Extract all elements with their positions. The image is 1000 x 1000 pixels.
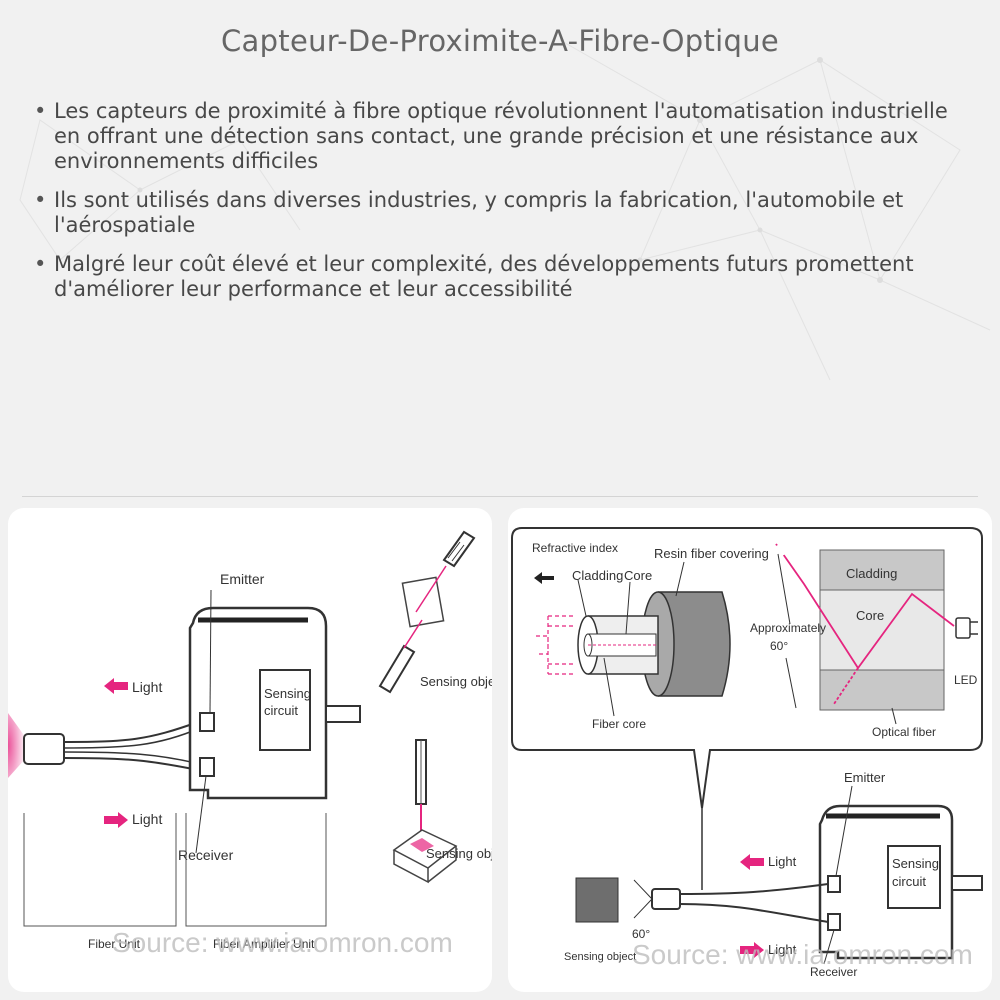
- cladding-label: Cladding: [572, 568, 623, 583]
- light-out-label: Light: [132, 679, 162, 695]
- bullet-text: Ils sont utilisés dans diverses industri…: [54, 188, 904, 237]
- fiber-sensor-diagram-left: Emitter Light Light Sensing circuit Rece…: [8, 508, 492, 992]
- sensing-circuit-box: [259, 669, 311, 751]
- bullet-item: • Les capteurs de proximité à fibre opti…: [34, 99, 964, 174]
- fiber-head: [23, 733, 65, 765]
- core-label-2: Core: [856, 608, 884, 623]
- refractive-profile: [536, 615, 574, 675]
- light-in-arrow: [104, 812, 128, 828]
- receiver-port: [199, 757, 215, 777]
- sensing-object-label-top: Sensing object: [420, 674, 492, 689]
- sensing-circuit-box-right: [887, 845, 941, 909]
- resin-covering-label: Resin fiber covering: [654, 546, 769, 561]
- sensing-object-block: [575, 877, 619, 923]
- sensing-circuit-label-right: Sensing: [892, 856, 939, 871]
- bullet-dot: •: [34, 99, 47, 123]
- fiber-cable-bottom: [63, 757, 208, 771]
- sensing-object-label-bottom: Sensing object: [426, 846, 492, 861]
- cladding-top-layer: [819, 549, 945, 591]
- cable-connector: [325, 705, 361, 723]
- fiber-structure-diagram-right: Refractive index Cladding Core Resin fib…: [508, 508, 992, 992]
- bullet-item: • Ils sont utilisés dans diverses indust…: [34, 188, 964, 238]
- refractive-arrow: [534, 572, 554, 584]
- section-divider: [22, 496, 978, 497]
- cladding-bottom-layer: [819, 669, 945, 711]
- bullet-dot: •: [34, 252, 47, 276]
- amplifier-unit-bracket: [185, 813, 327, 927]
- core-label: Core: [624, 568, 652, 583]
- bullet-dot: •: [34, 188, 47, 212]
- fiber-sensor-illustration: Emitter Light Light Sensing circuit Rece…: [8, 530, 492, 958]
- bullet-text: Malgré leur coût élevé et leur complexit…: [54, 252, 914, 301]
- led-label: LED: [954, 673, 978, 687]
- sensing-object-label-right: Sensing object: [564, 951, 636, 963]
- background-network-decoration: [19, 39, 991, 381]
- source-watermark-right: Source: www.ia.omron.com: [632, 939, 973, 970]
- fiber-cable-top: [63, 719, 209, 743]
- light-in-arrow-right: [740, 942, 764, 958]
- fiber-head-right: [651, 888, 681, 910]
- light-glow: [8, 713, 26, 778]
- source-watermark: Source: www.ia.omron.com: [112, 927, 453, 958]
- fiber-unit-label: Fiber Unit: [88, 937, 141, 951]
- resin-covering: [658, 591, 731, 697]
- page-title: Capteur-De-Proximite-A-Fibre-Optique: [220, 24, 780, 58]
- sensing-circuit-label-right-2: circuit: [892, 874, 926, 889]
- light-out-arrow: [104, 678, 128, 694]
- fiber-unit-bracket: [23, 813, 177, 927]
- core-layer: [819, 589, 945, 671]
- sensing-circuit-label-2: circuit: [264, 703, 298, 718]
- emitter-label-right: Emitter: [844, 770, 886, 785]
- bullet-list: • Les capteurs de proximité à fibre opti…: [34, 99, 964, 316]
- fiber-structure-illustration: Refractive index Cladding Core Resin fib…: [511, 527, 983, 979]
- angle-label: 60°: [770, 639, 788, 653]
- approximately-label: Approximately: [750, 621, 826, 635]
- refractive-index-label: Refractive index: [532, 541, 618, 555]
- receiver-label: Receiver: [178, 847, 234, 863]
- sensing-circuit-label: Sensing: [264, 686, 311, 701]
- light-in-label-right: Light: [768, 942, 797, 957]
- light-out-arrow-right: [740, 854, 764, 870]
- light-out-label-right: Light: [768, 854, 797, 869]
- light-in-label: Light: [132, 811, 162, 827]
- led-source: [955, 617, 971, 639]
- amplifier-body-right: [818, 804, 954, 960]
- optical-fiber-label: Optical fiber: [872, 725, 936, 739]
- angle-label-2: 60°: [632, 927, 650, 941]
- cladding-label-2: Cladding: [846, 566, 897, 581]
- reflective-setup-top: [378, 530, 476, 694]
- bullet-item: • Malgré leur coût élevé et leur complex…: [34, 252, 964, 302]
- fiber-core-label: Fiber core: [592, 717, 646, 731]
- emitter-label: Emitter: [220, 571, 265, 587]
- emitter-port: [199, 712, 215, 732]
- fiber-amplifier-unit-label: Fiber Amplifier Unit: [213, 937, 315, 951]
- receiver-label-right: Receiver: [810, 965, 857, 979]
- reflective-setup-bottom: [392, 739, 458, 884]
- bullet-text: Les capteurs de proximité à fibre optiqu…: [54, 99, 948, 173]
